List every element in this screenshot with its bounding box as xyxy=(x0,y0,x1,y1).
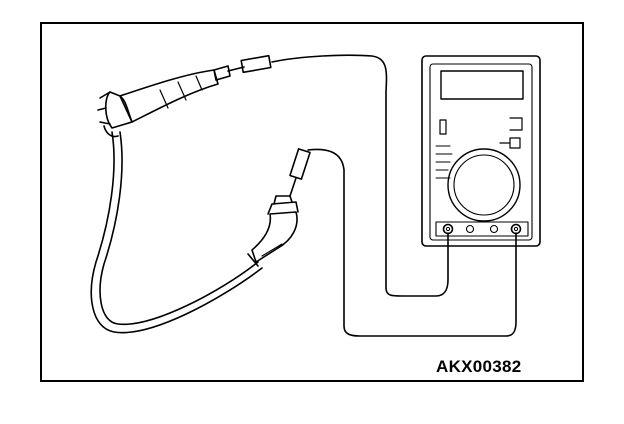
range-mark-icon xyxy=(509,117,523,131)
multimeter-body xyxy=(421,55,541,247)
probe-clip xyxy=(240,54,272,74)
range-mark-icon xyxy=(439,119,447,135)
range-mark-icon xyxy=(499,137,521,149)
selector-dial xyxy=(447,148,521,222)
jack-ohm xyxy=(510,223,522,235)
test-lead-upper xyxy=(271,54,449,297)
jack-strip xyxy=(435,221,529,237)
test-probe-upper xyxy=(227,54,272,74)
jack-com xyxy=(442,223,454,235)
multimeter xyxy=(421,55,541,247)
figure-frame xyxy=(40,22,584,382)
probe-clip xyxy=(289,148,311,180)
test-probe-lower xyxy=(289,148,311,197)
test-lead-lower xyxy=(307,148,517,337)
spark-plug-cable-boot-upper xyxy=(97,65,231,138)
spark-plug-cable xyxy=(90,131,263,334)
figure-code: AKX00382 xyxy=(436,357,522,376)
multimeter-display xyxy=(440,70,524,100)
multimeter-bezel xyxy=(429,63,533,241)
spark-plug-cable-boot-lower xyxy=(247,195,299,267)
selector-dial-knob xyxy=(453,154,515,216)
